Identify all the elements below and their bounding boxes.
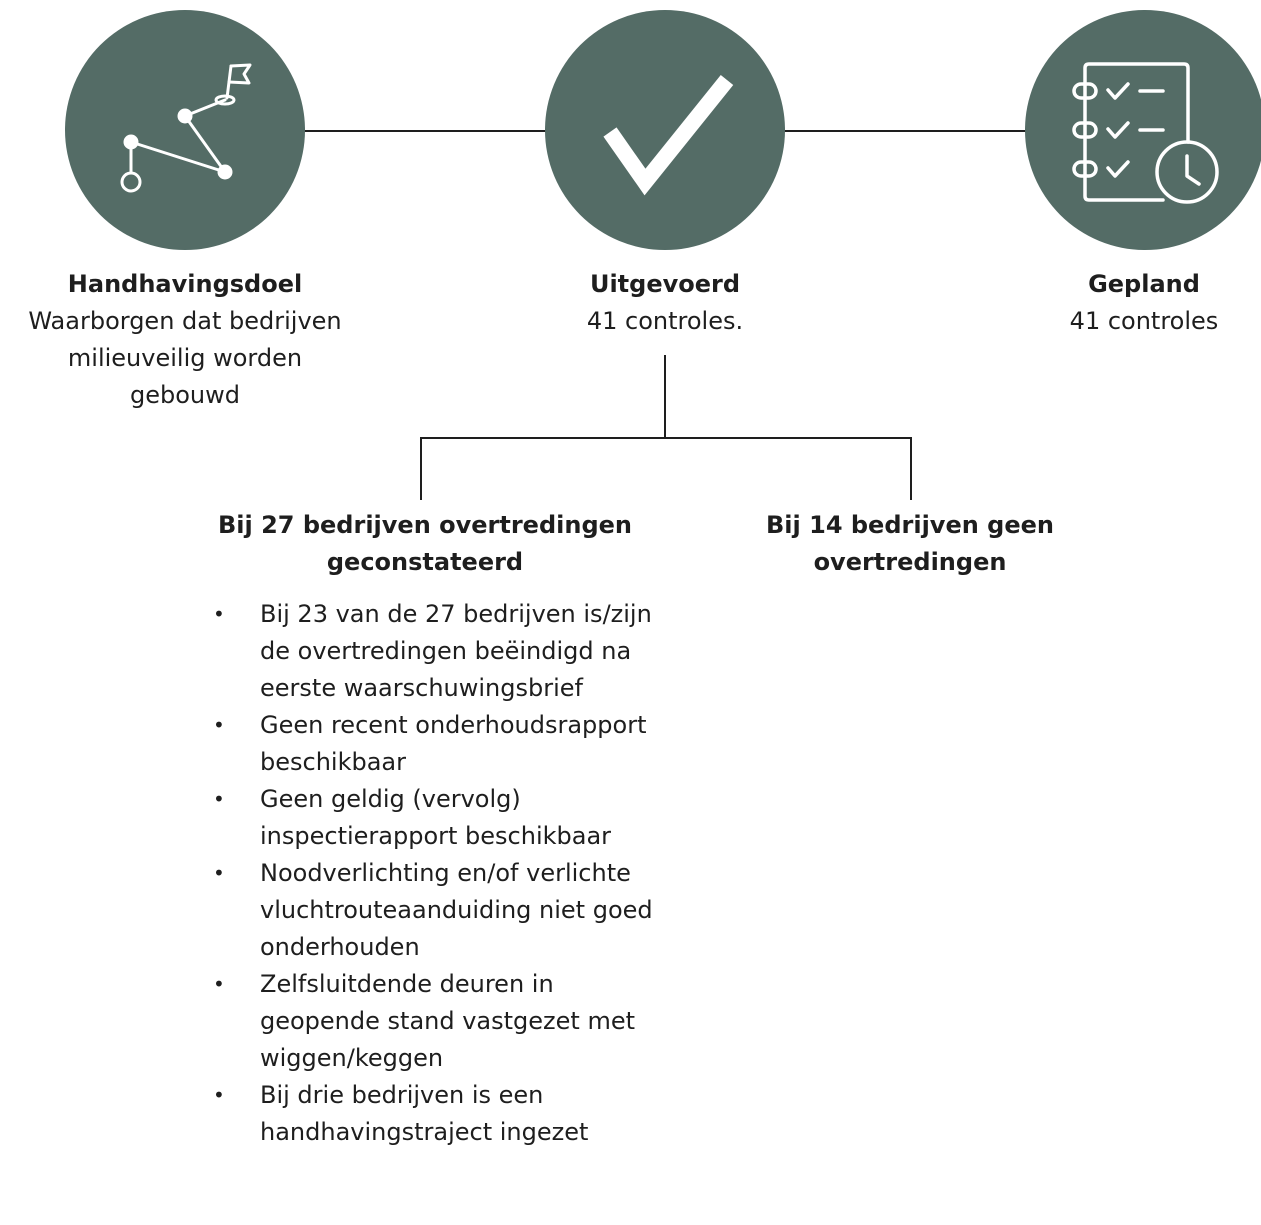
no-violations-title-line: Bij 14 bedrijven geen — [766, 511, 1054, 539]
violations-title-line: geconstateerd — [326, 548, 524, 576]
performed-text: 41 controles. — [586, 307, 744, 335]
planned-title: Gepland — [1088, 270, 1200, 298]
bullet: • — [213, 787, 225, 811]
checklist-clock-icon — [1072, 62, 1219, 204]
list-item-text: Bij drie bedrijven is een handhavingstra… — [260, 1081, 589, 1146]
connector-performed-down — [664, 355, 666, 438]
list-item-text: Zelfsluitdende deuren in geopende stand … — [260, 970, 635, 1072]
list-item: • Geen geldig (vervolg) inspectierapport… — [205, 781, 675, 855]
no-violations-title-line: overtredingen — [813, 548, 1007, 576]
list-item: • Geen recent onderhoudsrapport beschikb… — [205, 707, 675, 781]
no-violations-title: Bij 14 bedrijven geen overtredingen — [745, 507, 1075, 581]
goal-title: Handhavingsdoel — [67, 270, 303, 298]
planned-circle — [1025, 10, 1261, 250]
list-item: • Zelfsluitdende deuren in geopende stan… — [205, 966, 675, 1077]
violations-title-line: Bij 27 bedrijven overtredingen — [217, 511, 632, 539]
goal-text-line: milieuveilig worden — [67, 344, 303, 372]
list-item: • Bij 23 van de 27 bedrijven is/zijn de … — [205, 596, 675, 707]
list-item-text: Noodverlichting en/of verlichte vluchtro… — [260, 859, 653, 961]
connector-branch-right — [910, 437, 912, 500]
bullet: • — [213, 972, 225, 996]
planned-text: 41 controles — [1069, 307, 1219, 335]
connector-performed-planned — [780, 130, 1030, 132]
bullet: • — [213, 713, 225, 737]
route-map-icon — [120, 63, 252, 193]
goal-text-line: Waarborgen dat bedrijven — [28, 307, 342, 335]
bullet: • — [213, 861, 225, 885]
planned-label: Gepland 41 controles — [1030, 266, 1258, 340]
goal-text-line: gebouwd — [130, 381, 240, 409]
violations-list: • Bij 23 van de 27 bedrijven is/zijn de … — [205, 596, 675, 1151]
performed-label: Uitgevoerd 41 controles. — [515, 266, 815, 340]
connector-branch-horizontal — [420, 437, 912, 439]
connector-goal-performed — [300, 130, 550, 132]
list-item: • Noodverlichting en/of verlichte vlucht… — [205, 855, 675, 966]
performed-circle — [545, 10, 785, 250]
list-item-text: Geen recent onderhoudsrapport beschikbaa… — [260, 711, 647, 776]
bullet: • — [213, 602, 225, 626]
list-item-text: Geen geldig (vervolg) inspectierapport b… — [260, 785, 612, 850]
list-item: • Bij drie bedrijven is een handhavingst… — [205, 1077, 675, 1151]
bullet: • — [213, 1083, 225, 1107]
goal-circle — [65, 10, 305, 250]
goal-label: Handhavingsdoel Waarborgen dat bedrijven… — [0, 266, 370, 414]
violations-title: Bij 27 bedrijven overtredingen geconstat… — [190, 507, 660, 581]
checkmark-icon — [603, 74, 734, 196]
list-item-text: Bij 23 van de 27 bedrijven is/zijn de ov… — [260, 600, 652, 702]
connector-branch-left — [420, 437, 422, 500]
performed-title: Uitgevoerd — [589, 270, 741, 298]
